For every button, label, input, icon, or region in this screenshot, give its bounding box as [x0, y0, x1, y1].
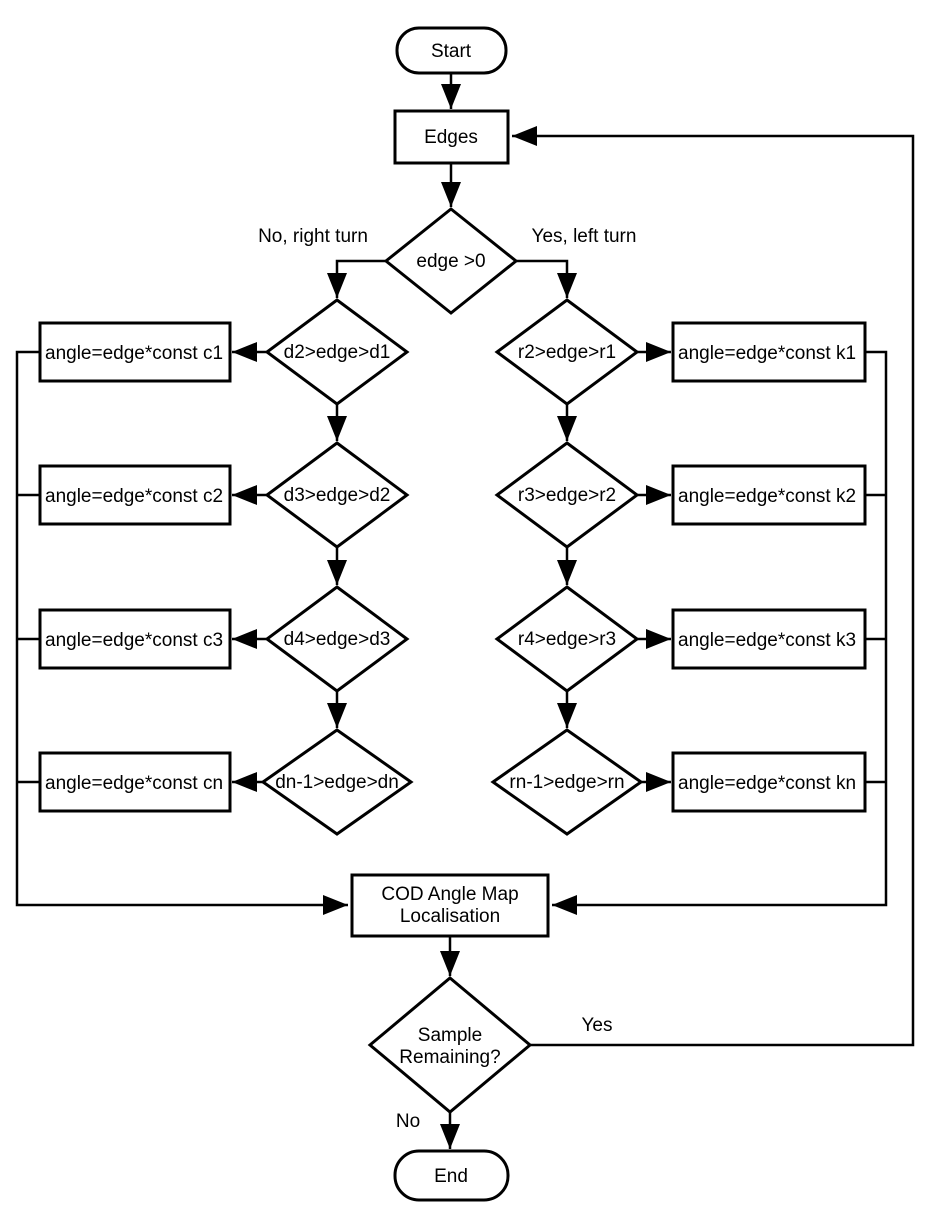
start-label: Start [431, 41, 472, 62]
left-diamond-2: d3>edge>d2 [264, 441, 410, 549]
right-action-2-label: angle=edge*const k2 [678, 486, 856, 507]
node-start: Start [395, 26, 508, 75]
connectors [15, 73, 915, 1149]
node-edges: Edges [393, 109, 510, 165]
left-action-3: angle=edge*const c3 [38, 608, 232, 670]
arrow-decision-right-branch [516, 259, 577, 298]
node-sample-remaining: Sample Remaining? [367, 976, 533, 1114]
right-diamond-2: r3>edge>r2 [494, 441, 640, 549]
right-diamond-1: r2>edge>r1 [494, 298, 640, 406]
edge-decision-diamond [383, 207, 519, 315]
branch-label-no-right-turn: No, right turn [258, 226, 368, 247]
left-action-2-label: angle=edge*const c2 [45, 486, 223, 507]
right-action-3-label: angle=edge*const k3 [678, 630, 856, 651]
left-action-1-shape [38, 321, 232, 383]
cod-label-line2: Localisation [400, 906, 500, 927]
left-action-3-shape [38, 608, 232, 670]
branch-label-no: No [396, 1111, 420, 1132]
left-diamond-1-shape [264, 298, 410, 406]
right-diamond-3-shape [494, 585, 640, 693]
start-terminal-shape [395, 26, 508, 75]
left-diamond-4-label: dn-1>edge>dn [275, 772, 399, 793]
edges-label: Edges [424, 127, 478, 148]
left-diamond-3-label: d4>edge>d3 [284, 629, 391, 650]
right-action-2: angle=edge*const k2 [671, 464, 867, 526]
collector-right-to-cod [552, 350, 888, 915]
sample-remaining-label-line1: Sample [418, 1025, 482, 1046]
edge-decision-label: edge >0 [416, 251, 485, 272]
arrow-decision-left-branch [327, 259, 386, 298]
left-diamond-3-shape [264, 585, 410, 693]
left-diamond-3: d4>edge>d3 [264, 585, 410, 693]
sample-remaining-label-line2: Remaining? [399, 1047, 500, 1068]
right-diamond-3: r4>edge>r3 [494, 585, 640, 693]
end-terminal-shape [393, 1149, 510, 1202]
left-action-2-shape [38, 464, 232, 526]
right-action-4-label: angle=edge*const kn [678, 773, 856, 794]
cod-label-line1: COD Angle Map [381, 884, 518, 905]
right-diamond-1-label: r2>edge>r1 [518, 342, 616, 363]
end-label: End [434, 1166, 468, 1187]
right-diamond-2-label: r3>edge>r2 [518, 485, 616, 506]
right-diamond-4-shape [490, 728, 644, 836]
branch-label-yes-left-turn: Yes, left turn [532, 226, 637, 247]
right-diamond-1-shape [494, 298, 640, 406]
edges-process-shape [393, 109, 510, 165]
right-diamond-4-label: rn-1>edge>rn [509, 772, 624, 793]
left-diamond-2-shape [264, 441, 410, 549]
node-cod-angle-map: COD Angle Map Localisation [350, 873, 550, 938]
collector-left-to-cod [15, 350, 348, 915]
branch-label-yes: Yes [582, 1015, 613, 1036]
left-diamond-4: dn-1>edge>dn [260, 728, 414, 836]
loop-yes-to-edges [512, 126, 915, 1047]
right-action-4: angle=edge*const kn [671, 751, 867, 813]
left-action-2: angle=edge*const c2 [38, 464, 232, 526]
right-diamond-2-shape [494, 441, 640, 549]
left-diamond-1: d2>edge>d1 [264, 298, 410, 406]
right-action-3-shape [671, 608, 867, 670]
left-diamond-2-label: d3>edge>d2 [284, 485, 391, 506]
right-action-2-shape [671, 464, 867, 526]
left-action-1: angle=edge*const c1 [38, 321, 232, 383]
left-action-3-label: angle=edge*const c3 [45, 630, 223, 651]
right-action-1: angle=edge*const k1 [671, 321, 867, 383]
right-diamond-3-label: r4>edge>r3 [518, 629, 616, 650]
left-diamond-4-shape [260, 728, 414, 836]
right-action-4-shape [671, 751, 867, 813]
cod-process-shape [350, 873, 550, 938]
left-action-1-label: angle=edge*const c1 [45, 343, 223, 364]
left-diamond-1-label: d2>edge>d1 [284, 342, 391, 363]
sample-remaining-diamond [367, 976, 533, 1114]
right-action-1-label: angle=edge*const k1 [678, 343, 856, 364]
node-end: End [393, 1149, 510, 1202]
right-diamond-4: rn-1>edge>rn [490, 728, 644, 836]
left-action-4: angle=edge*const cn [38, 751, 232, 813]
right-action-3: angle=edge*const k3 [671, 608, 867, 670]
left-action-4-shape [38, 751, 232, 813]
node-edge-decision: edge >0 [383, 207, 519, 315]
right-action-1-shape [671, 321, 867, 383]
left-action-4-label: angle=edge*const cn [45, 773, 223, 794]
